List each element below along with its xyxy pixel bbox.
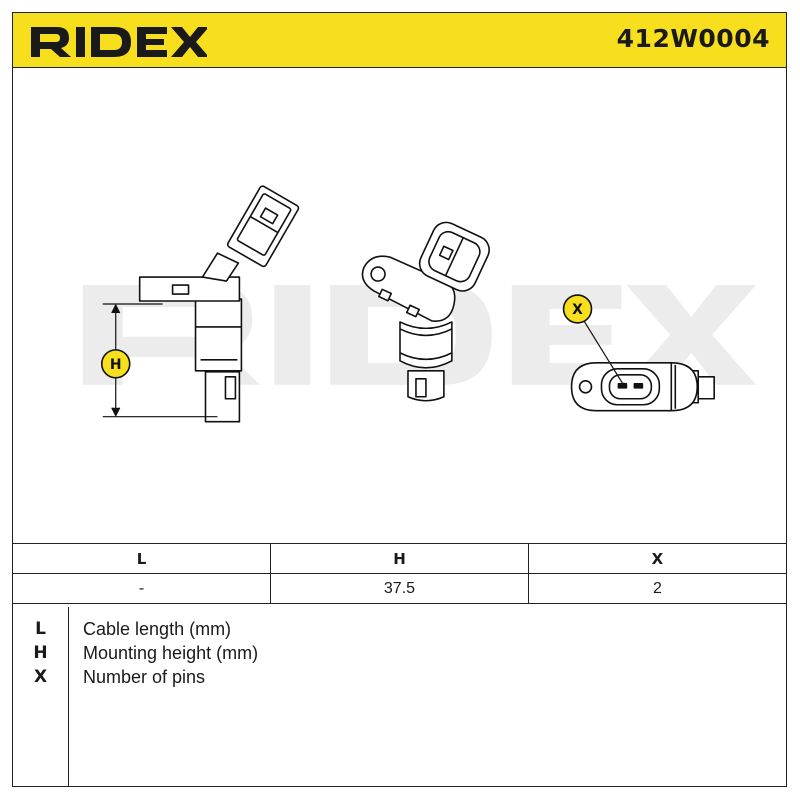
height-callout: H <box>100 349 131 379</box>
legend: L Cable length (mm) H Mounting height (m… <box>13 607 786 786</box>
legend-description: Mounting height (mm) <box>83 643 259 663</box>
header-bar: 412W0004 <box>13 13 786 68</box>
value-cell-x: 2 <box>527 573 786 604</box>
legend-description: Number of pins <box>83 667 206 687</box>
spec-table-value-row: - 37.5 2 <box>13 573 786 604</box>
header-cell-h: H <box>270 543 529 574</box>
value-cell-h: 37.5 <box>270 573 529 604</box>
spec-table: L H X - 37.5 2 <box>13 543 786 604</box>
sensor-side-view <box>138 185 300 423</box>
part-number: 412W0004 <box>616 24 770 53</box>
header-cell-x: X <box>527 543 786 574</box>
header-cell-l: L <box>13 543 272 574</box>
spec-sheet: 412W0004 <box>12 12 787 787</box>
pins-callout: X <box>562 294 593 324</box>
legend-key: L <box>35 619 46 639</box>
technical-drawing: H <box>82 185 757 423</box>
legend-row-x: X Number of pins <box>13 667 786 691</box>
pins-callout-label: X <box>572 302 583 318</box>
legend-key: H <box>33 643 48 663</box>
legend-row-h: H Mounting height (mm) <box>13 643 786 667</box>
ridex-logo <box>31 27 207 57</box>
sensor-connector-view <box>570 362 715 412</box>
legend-description: Cable length (mm) <box>83 619 232 639</box>
value-cell-l: - <box>13 573 272 604</box>
legend-key: X <box>33 667 48 687</box>
legend-row-l: L Cable length (mm) <box>13 619 786 643</box>
spec-table-header-row: L H X <box>13 543 786 574</box>
sensor-isometric-view <box>361 221 490 402</box>
pins-leader-dot <box>621 382 626 387</box>
height-callout-label: H <box>110 357 122 373</box>
legend-divider <box>68 607 69 786</box>
pins-leader-line <box>581 316 624 386</box>
